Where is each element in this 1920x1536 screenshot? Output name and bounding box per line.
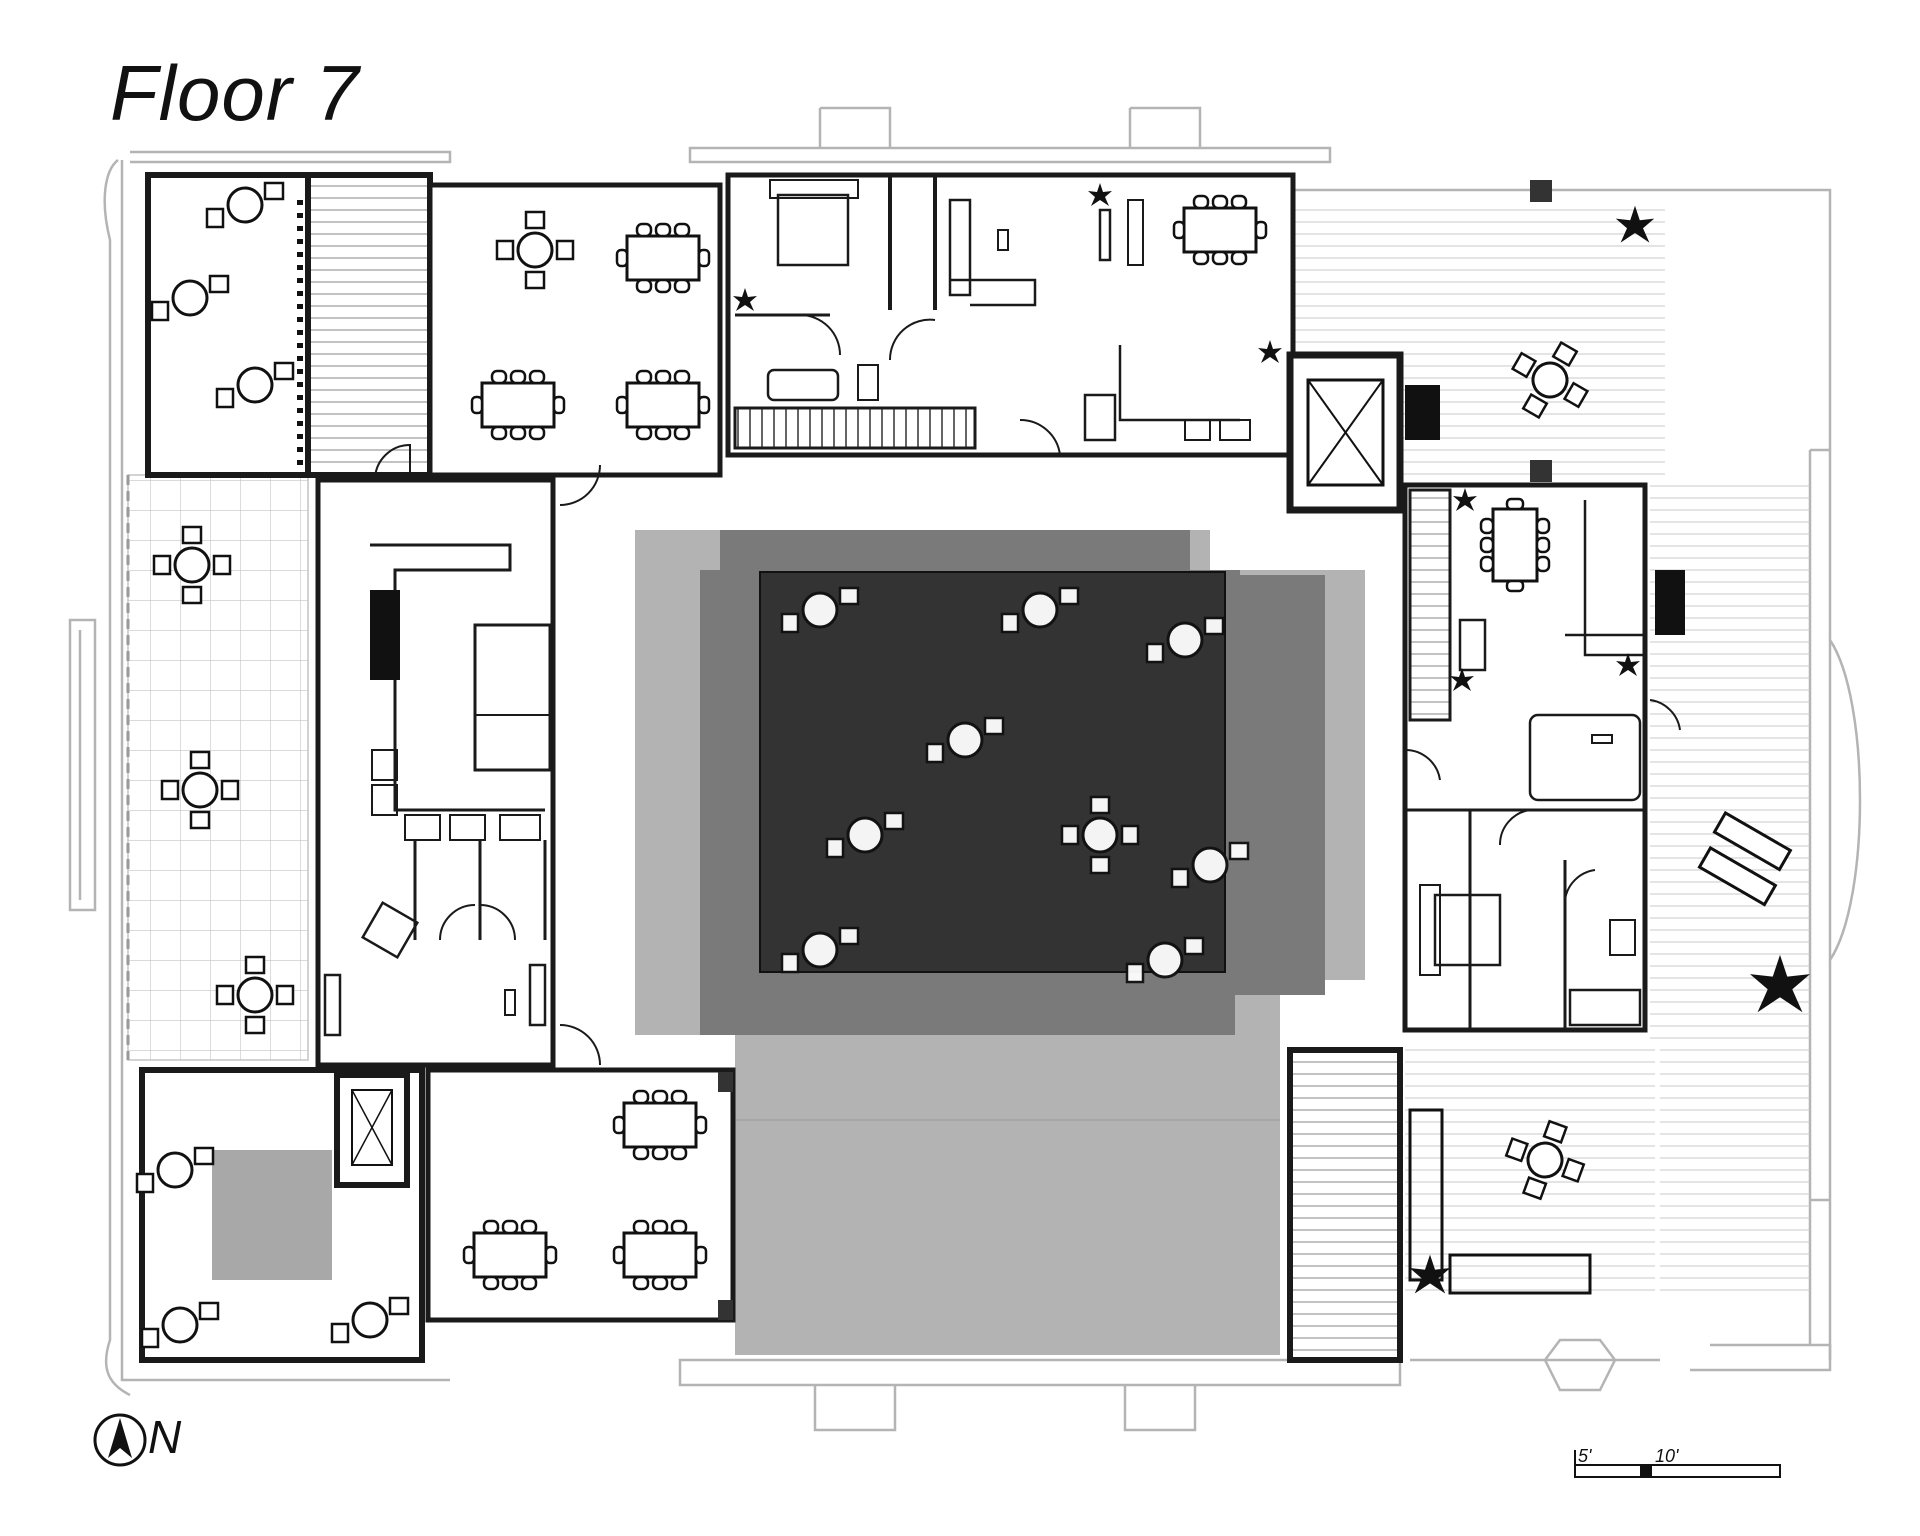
southeast-stair: [1287, 1047, 1403, 1363]
southwest-room: [135, 1067, 425, 1363]
east-deck-furniture: [1697, 810, 1801, 1005]
north-stair: [733, 406, 977, 450]
northwest-lounge: [145, 172, 433, 478]
northeast-deck-furniture: [1405, 180, 1655, 482]
north-label: N: [148, 1411, 182, 1463]
east-apartment: [1402, 482, 1685, 1033]
north-arrow-icon: [93, 1413, 147, 1467]
east-deck: [1650, 480, 1810, 1040]
scale-label-10ft: 10': [1655, 1446, 1679, 1466]
elevator-core: [1286, 351, 1404, 514]
floor-title: Floor 7: [110, 49, 360, 137]
scale-label-5ft: 5': [1578, 1446, 1592, 1466]
southeast-deck: [1405, 1045, 1655, 1300]
southeast-deck-furniture: [1408, 1108, 1596, 1295]
north-dining: [427, 182, 723, 478]
scale-bar: [1574, 1450, 1781, 1478]
west-service-core: [315, 443, 601, 1068]
central-courtyard: [635, 530, 1365, 1355]
south-dining: [425, 1067, 736, 1323]
